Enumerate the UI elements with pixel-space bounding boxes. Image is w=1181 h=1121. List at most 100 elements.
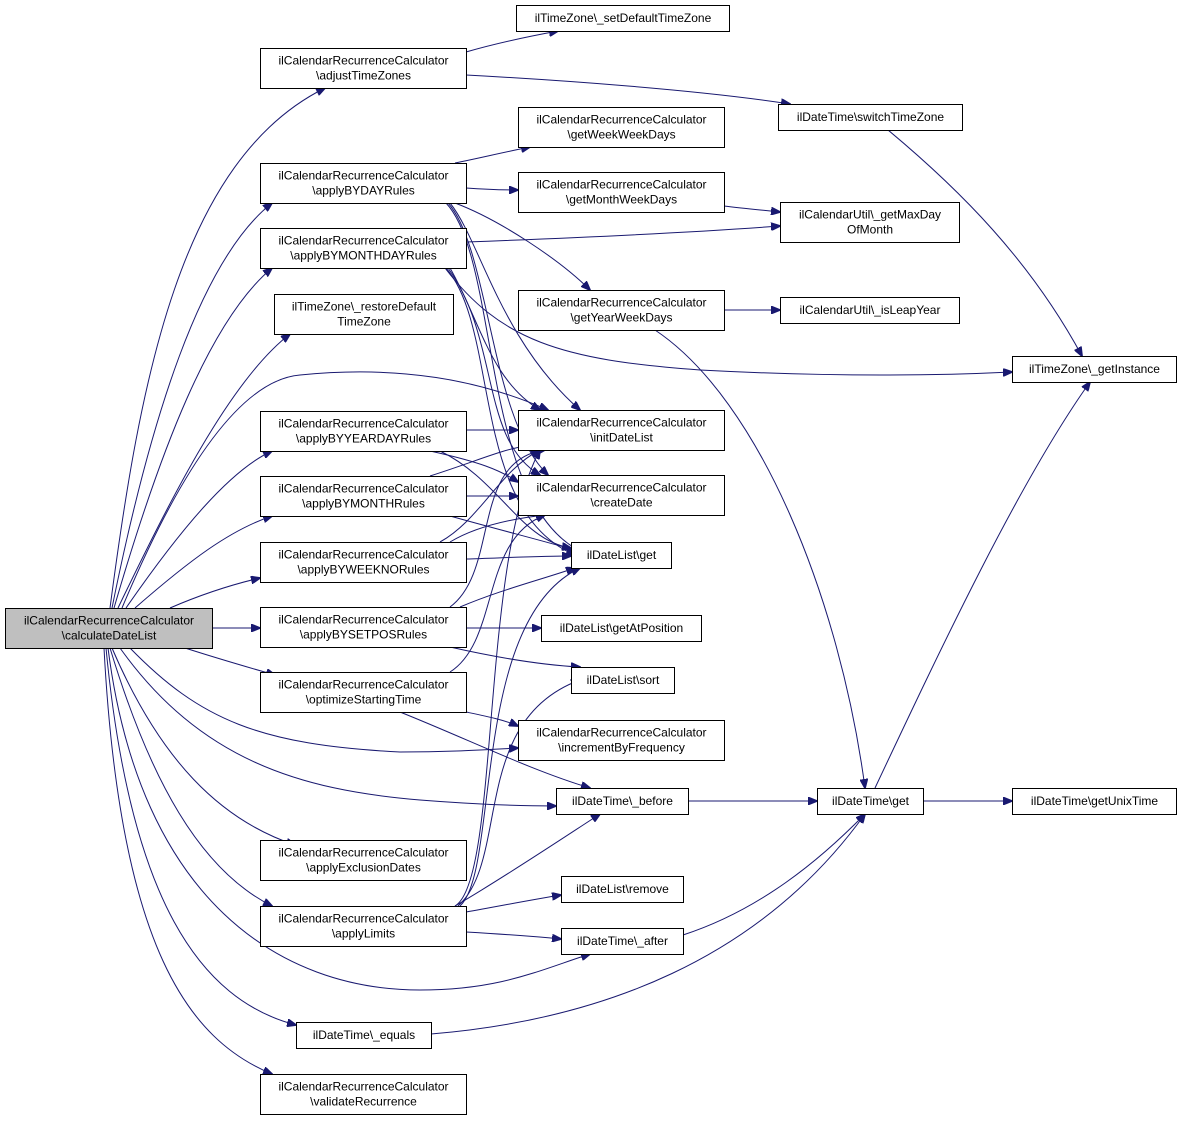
node-applyBYYEARDAYRules[interactable]: ilCalendarRecurrenceCalculator\applyBYYE… [260, 411, 467, 452]
node-label-line: ilCalendarRecurrenceCalculator [536, 113, 706, 127]
node-label-line: ilCalendarRecurrenceCalculator [278, 54, 448, 68]
node-label-line: ilCalendarUtil\_getMaxDay [799, 208, 941, 222]
node-box [260, 48, 467, 89]
node-box [571, 542, 672, 569]
node-equals[interactable]: ilDateTime\_equals [296, 1022, 432, 1049]
node-getMonthWeekDays[interactable]: ilCalendarRecurrenceCalculator\getMonthW… [518, 172, 725, 213]
node-label-line: \applyLimits [332, 927, 395, 941]
node-label-line: ilDateList\remove [576, 882, 669, 896]
node-label-line: ilCalendarRecurrenceCalculator [278, 234, 448, 248]
node-label-line: ilCalendarRecurrenceCalculator [536, 726, 706, 740]
node-getInstance[interactable]: ilTimeZone\_getInstance [1012, 356, 1177, 383]
node-label-line: ilTimeZone\_setDefaultTimeZone [535, 11, 712, 25]
node-box [561, 876, 684, 903]
node-remove[interactable]: ilDateList\remove [561, 876, 684, 903]
node-box [518, 410, 725, 451]
node-label-line: ilCalendarRecurrenceCalculator [278, 613, 448, 627]
node-sort[interactable]: ilDateList\sort [571, 667, 675, 694]
edge-adjustTimeZones-to-switchTimeZone [465, 74, 790, 104]
edge-calculateDateList-to-applyLimits [109, 647, 272, 906]
node-switchTimeZone[interactable]: ilDateTime\switchTimeZone [778, 104, 963, 131]
node-getYearWeekDays[interactable]: ilCalendarRecurrenceCalculator\getYearWe… [518, 290, 725, 331]
node-label-line: ilDateTime\_after [577, 934, 668, 948]
node-calculateDateList[interactable]: ilCalendarRecurrenceCalculator\calculate… [5, 608, 213, 649]
node-label-line: ilDateList\get [587, 548, 657, 562]
edge-applyBYMONTHDAYRules-to-dateListGet [445, 267, 575, 555]
node-box [260, 672, 467, 713]
node-optimizeStartingTime[interactable]: ilCalendarRecurrenceCalculator\optimizeS… [260, 672, 467, 713]
node-label-line: \applyBYMONTHDAYRules [290, 249, 436, 263]
node-dateListGet[interactable]: ilDateList\get [571, 542, 672, 569]
node-validateRecurrence[interactable]: ilCalendarRecurrenceCalculator\validateR… [260, 1074, 467, 1115]
edge-calculateDateList-to-applyBYMONTHRules [134, 516, 272, 609]
node-label-line: ilCalendarRecurrenceCalculator [278, 169, 448, 183]
node-createDate[interactable]: ilCalendarRecurrenceCalculator\createDat… [518, 475, 725, 516]
node-label-line: ilTimeZone\_restoreDefault [292, 300, 437, 314]
node-box [260, 542, 467, 583]
node-adjustTimeZones[interactable]: ilCalendarRecurrenceCalculator\adjustTim… [260, 48, 467, 89]
node-label-line: ilDateTime\switchTimeZone [797, 110, 944, 124]
node-box [260, 906, 467, 947]
edge-applyBYMONTHDAYRules-to-getMaxDayOfMonth [465, 226, 780, 243]
node-getUnixTime[interactable]: ilDateTime\getUnixTime [1012, 788, 1177, 815]
node-label-line: \getWeekWeekDays [567, 128, 675, 142]
node-label-line: ilCalendarRecurrenceCalculator [278, 548, 448, 562]
node-before[interactable]: ilDateTime\_before [556, 788, 689, 815]
edge-calculateDateList-to-applyBYYEARDAYRules [125, 451, 272, 609]
node-label-line: \createDate [590, 496, 652, 510]
edge-calculateDateList-to-applyBYDAYRules [111, 203, 272, 609]
node-label-line: ilCalendarUtil\_isLeapYear [800, 303, 941, 317]
edge-optimizeStartingTime-to-createDate [449, 515, 545, 673]
node-applyBYMONTHDAYRules[interactable]: ilCalendarRecurrenceCalculator\applyBYMO… [260, 228, 467, 269]
edge-applyBYDAYRules-to-getMonthWeekDays [465, 188, 518, 190]
node-getAtPosition[interactable]: ilDateList\getAtPosition [541, 615, 702, 642]
node-applyBYMONTHRules[interactable]: ilCalendarRecurrenceCalculator\applyBYMO… [260, 476, 467, 517]
node-box [561, 928, 684, 955]
edge-applyLimits-to-before [454, 814, 600, 907]
node-label-line: ilDateTime\getUnixTime [1031, 794, 1158, 808]
node-label-line: ilTimeZone\_getInstance [1029, 362, 1160, 376]
node-box [516, 5, 730, 32]
edge-calculateDateList-to-applyExclusionDates [111, 647, 295, 845]
node-dateTimeGet[interactable]: ilDateTime\get [817, 788, 924, 815]
edge-applyBYWEEKNORules-to-createDate [449, 515, 545, 543]
edge-calculateDateList-to-applyBYMONTHDAYRules [113, 268, 272, 609]
node-applyBYDAYRules[interactable]: ilCalendarRecurrenceCalculator\applyBYDA… [260, 163, 467, 204]
node-box [296, 1022, 432, 1049]
node-label-line: \applyBYDAYRules [312, 184, 415, 198]
node-applyBYWEEKNORules[interactable]: ilCalendarRecurrenceCalculator\applyBYWE… [260, 542, 467, 583]
node-label-line: \applyExclusionDates [306, 861, 421, 875]
node-label-line: ilDateList\sort [587, 673, 660, 687]
node-setDefaultTimeZone[interactable]: ilTimeZone\_setDefaultTimeZone [516, 5, 730, 32]
node-initDateList[interactable]: ilCalendarRecurrenceCalculator\initDateL… [518, 410, 725, 451]
node-incrementByFrequency[interactable]: ilCalendarRecurrenceCalculator\increment… [518, 720, 725, 761]
node-label-line: ilDateList\getAtPosition [560, 621, 683, 635]
node-box [556, 788, 689, 815]
node-label-line: ilCalendarRecurrenceCalculator [536, 296, 706, 310]
node-box [5, 608, 213, 649]
edge-applyBYSETPOSRules-to-sort [449, 646, 580, 667]
node-box [260, 607, 467, 648]
node-box [1012, 788, 1177, 815]
edge-calculateDateList-to-equals [105, 647, 296, 1025]
node-applyExclusionDates[interactable]: ilCalendarRecurrenceCalculator\applyExcl… [260, 840, 467, 881]
node-isLeapYear[interactable]: ilCalendarUtil\_isLeapYear [780, 297, 960, 324]
node-box [780, 202, 960, 243]
node-label-line: ilCalendarRecurrenceCalculator [536, 178, 706, 192]
node-getWeekWeekDays[interactable]: ilCalendarRecurrenceCalculator\getWeekWe… [518, 107, 725, 148]
node-box [541, 615, 702, 642]
edge-after-to-dateTimeGet [682, 814, 865, 936]
node-after[interactable]: ilDateTime\_after [561, 928, 684, 955]
node-box [518, 107, 725, 148]
node-box [518, 172, 725, 213]
node-label-line: ilCalendarRecurrenceCalculator [278, 912, 448, 926]
edge-applyLimits-to-initDateList [454, 450, 540, 907]
node-applyBYSETPOSRules[interactable]: ilCalendarRecurrenceCalculator\applyBYSE… [260, 607, 467, 648]
node-applyLimits[interactable]: ilCalendarRecurrenceCalculator\applyLimi… [260, 906, 467, 947]
edge-optimizeStartingTime-to-before [399, 711, 590, 788]
node-box [260, 411, 467, 452]
node-box [260, 228, 467, 269]
